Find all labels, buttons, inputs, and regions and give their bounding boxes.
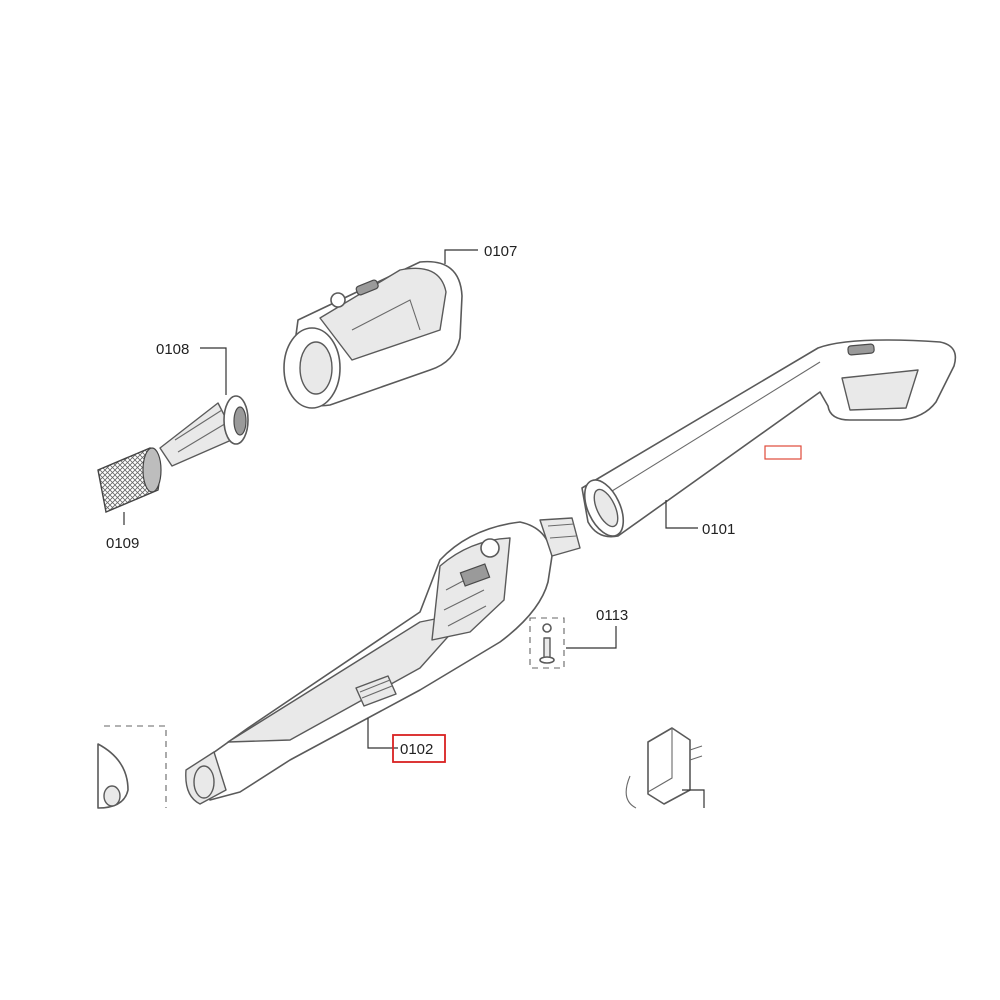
callout-0107: 0107	[484, 243, 517, 260]
part-0101-handle-tube[interactable]	[577, 339, 957, 542]
part-0108-cone-filter[interactable]	[159, 395, 249, 467]
callout-0109: 0109	[106, 535, 139, 552]
partial-part-lower-left	[97, 725, 167, 809]
callout-0108: 0108	[156, 341, 189, 358]
highlight-box-0102	[392, 734, 446, 763]
callout-0113: 0113	[596, 607, 628, 624]
part-0107-motor-unit[interactable]	[283, 260, 463, 409]
part-0102-main-body[interactable]	[185, 517, 581, 805]
leader-0107	[444, 249, 478, 264]
leader-0101	[665, 500, 698, 529]
label-box-0101-secondary	[764, 445, 802, 460]
leader-adapter	[682, 789, 705, 808]
callout-0101: 0101	[702, 521, 735, 538]
part-0109-filter[interactable]	[97, 447, 162, 513]
charger-adapter[interactable]	[625, 727, 703, 809]
leader-0113	[566, 626, 617, 649]
leader-0108	[200, 347, 227, 395]
part-0113-screw[interactable]	[529, 617, 565, 669]
leader-0102	[367, 718, 398, 749]
callout-0102: 0102	[400, 741, 433, 758]
